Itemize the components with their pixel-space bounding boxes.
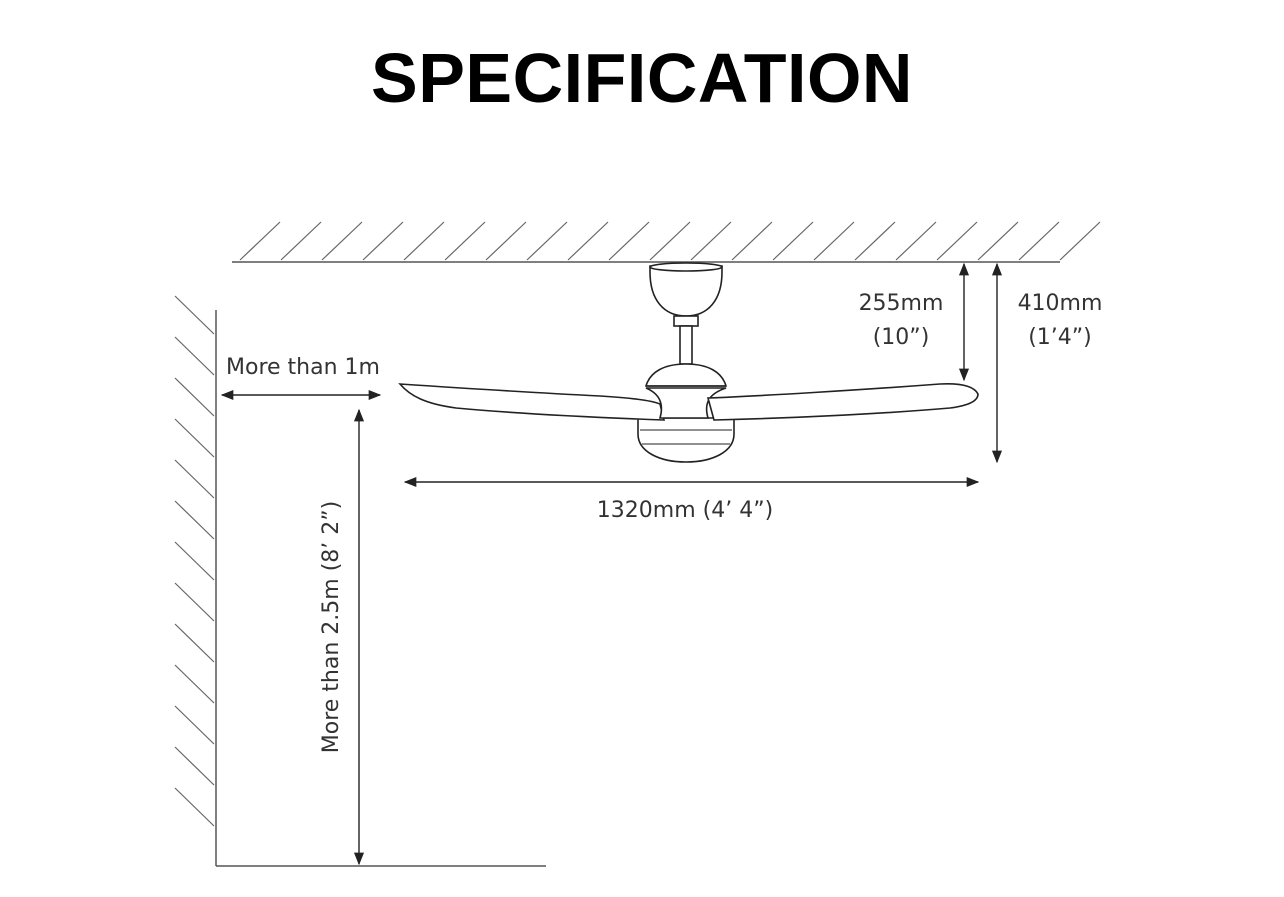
ceiling-hatch-mark <box>1018 221 1060 261</box>
wall-hatch-mark <box>174 746 215 786</box>
ceiling-hatch-mark <box>321 221 363 261</box>
wall-hatch-mark <box>174 541 215 581</box>
wall-hatch-mark <box>174 500 215 540</box>
wall-clearance-label: More than 1m <box>226 355 380 380</box>
fan-canopy <box>649 265 723 317</box>
wall-hatch-mark <box>174 377 215 417</box>
ceiling-hatch-mark <box>567 221 609 261</box>
ceiling-hatch-mark <box>280 221 322 261</box>
drop-to-blade-mm-label: 255mm <box>859 291 944 316</box>
drop-to-blade-in-label: (10”) <box>873 325 930 350</box>
ceiling-hatch-mark <box>526 221 568 261</box>
ceiling <box>232 221 1101 263</box>
wall-hatch-mark <box>174 705 215 745</box>
ceiling-hatch-mark <box>772 221 814 261</box>
ceiling-hatch-mark <box>895 221 937 261</box>
fan-motor-top <box>644 363 728 387</box>
wall-hatch-mark <box>174 336 215 376</box>
ceiling-hatch-mark <box>690 221 732 261</box>
ceiling-hatch-mark <box>608 221 650 261</box>
ceiling-hatch-mark <box>485 221 527 261</box>
ceiling-hatch-mark <box>854 221 896 261</box>
wall-hatch-mark <box>174 418 215 458</box>
fan-light-kit <box>637 417 735 463</box>
overall-drop-mm-label: 410mm <box>1018 291 1103 316</box>
fan-blade-left <box>398 383 666 421</box>
ceiling-hatch-mark <box>936 221 978 261</box>
wall-hatch-mark <box>174 582 215 622</box>
ceiling-fan <box>398 262 979 463</box>
wall-hatch-mark <box>174 295 215 335</box>
wall-hatch-mark <box>174 787 215 827</box>
ceiling-hatch-mark <box>403 221 445 261</box>
ceiling-hatch-mark <box>362 221 404 261</box>
page-title: SPECIFICATION <box>371 39 913 117</box>
blade-span-label: 1320mm (4’ 4”) <box>597 498 773 523</box>
ceiling-hatch-mark <box>649 221 691 261</box>
wall-hatch-mark <box>174 623 215 663</box>
ceiling-hatch-mark <box>813 221 855 261</box>
floor-clearance-label: More than 2.5m (8’ 2”) <box>319 501 344 753</box>
ceiling-hatch-mark <box>239 221 281 261</box>
wall-hatch-mark <box>174 459 215 499</box>
ceiling-hatch-mark <box>444 221 486 261</box>
ceiling-hatch-mark <box>1059 221 1101 261</box>
overall-drop-in-label: (1’4”) <box>1028 325 1092 350</box>
fan-downrod <box>679 325 693 365</box>
wall <box>174 295 217 866</box>
fan-blade-right <box>706 383 979 421</box>
wall-hatch-mark <box>174 664 215 704</box>
fan-collar <box>673 315 699 327</box>
fan-blade-hub <box>645 387 727 419</box>
ceiling-hatch-mark <box>977 221 1019 261</box>
ceiling-hatch-mark <box>731 221 773 261</box>
